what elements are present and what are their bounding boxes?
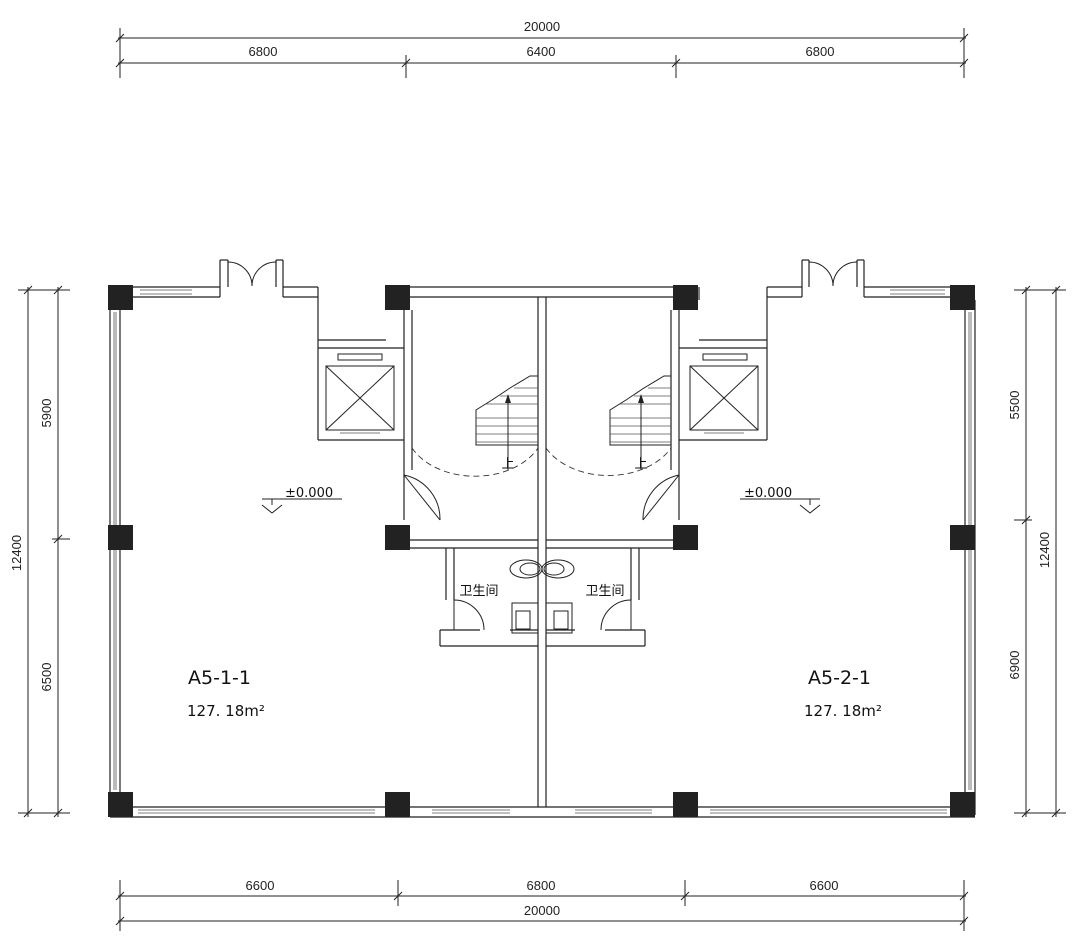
bottom-dimension-chain: 6600 6800 6600 20000 xyxy=(115,878,969,931)
bottom-dimension-3: 6600 xyxy=(810,878,839,893)
restroom-label-left: 卫生间 xyxy=(459,584,498,599)
restroom-left: 卫生间 xyxy=(453,559,543,634)
elevation-label-left: ±0.000 xyxy=(285,486,333,501)
entry-double-door-left xyxy=(227,261,277,287)
top-dimension-1: 6800 xyxy=(249,44,278,59)
elevator-left xyxy=(325,353,395,434)
windows xyxy=(113,289,972,814)
stair-right: 上 xyxy=(545,375,672,476)
right-total-dimension: 12400 xyxy=(1037,532,1052,568)
unit-name-right: A5-2-1 xyxy=(808,667,871,689)
bottom-total-dimension: 20000 xyxy=(524,903,560,918)
elevation-marker-left: ±0.000 xyxy=(261,486,342,514)
restroom-label-right: 卫生间 xyxy=(585,584,624,599)
core-walls xyxy=(317,297,768,807)
right-dimension-chain: 5500 6900 12400 xyxy=(1007,285,1066,818)
left-dimension-chain: 12400 5900 6500 xyxy=(9,285,70,818)
structural-columns xyxy=(108,285,975,817)
restroom-right: 卫生间 xyxy=(541,559,632,634)
left-total-dimension: 12400 xyxy=(9,535,24,571)
left-dimension-1: 5900 xyxy=(39,399,54,428)
elevation-marker-right: ±0.000 xyxy=(740,486,821,514)
entry-double-door-right xyxy=(808,261,858,287)
unit-area-left: 127. 18m² xyxy=(187,702,265,720)
top-dimension-3: 6800 xyxy=(806,44,835,59)
left-dimension-2: 6500 xyxy=(39,663,54,692)
right-dimension-2: 6900 xyxy=(1007,651,1022,680)
stair-up-label-left: 上 xyxy=(501,457,514,472)
top-dimension-2: 6400 xyxy=(527,44,556,59)
top-dimension-chain: 20000 6800 6400 6800 xyxy=(115,19,969,78)
stair-left: 上 xyxy=(411,375,539,477)
elevator-right xyxy=(689,353,759,434)
right-dimension-1: 5500 xyxy=(1007,391,1022,420)
top-total-dimension: 20000 xyxy=(524,19,560,34)
stair-doors xyxy=(403,474,680,521)
bottom-dimension-2: 6800 xyxy=(527,878,556,893)
unit-name-left: A5-1-1 xyxy=(188,667,251,689)
unit-area-right: 127. 18m² xyxy=(804,702,882,720)
outer-walls xyxy=(109,259,976,818)
elevation-label-right: ±0.000 xyxy=(744,486,792,501)
bottom-dimension-1: 6600 xyxy=(246,878,275,893)
stair-up-label-right: 上 xyxy=(634,457,647,472)
